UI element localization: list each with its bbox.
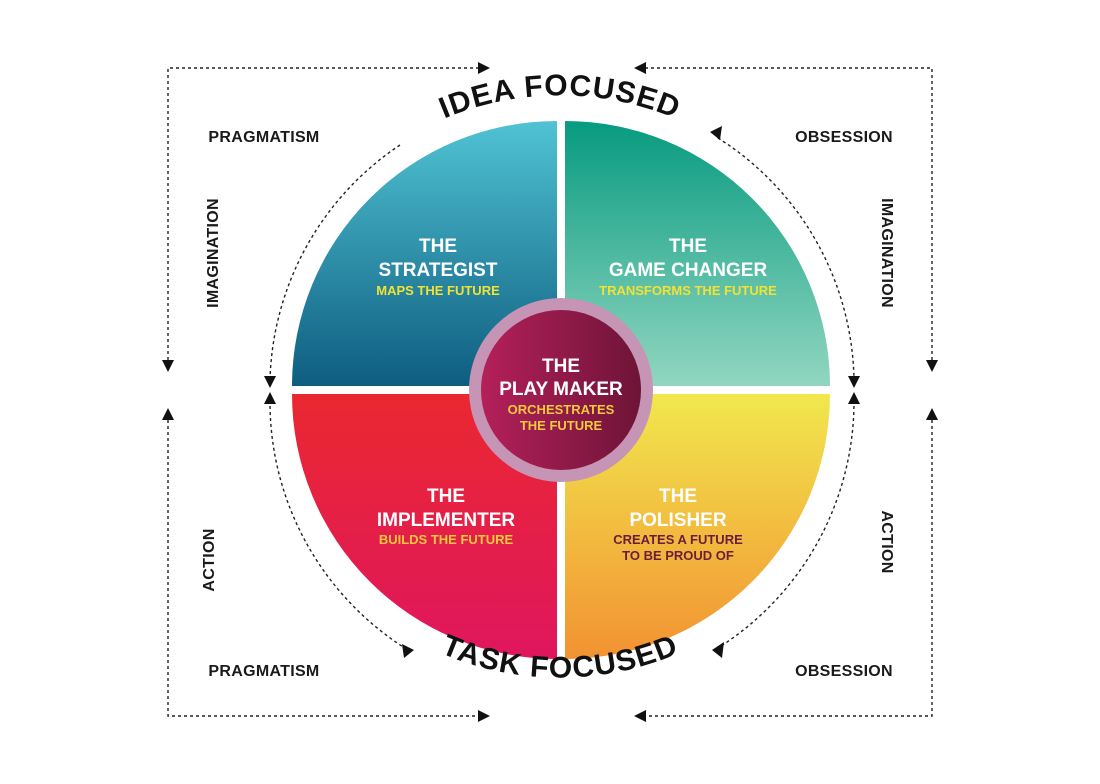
arc-connector-top-right — [717, 137, 855, 381]
center-sub1: ORCHESTRATES — [508, 402, 615, 417]
implementer-line1: THE — [427, 486, 465, 507]
arrow-down-right-upper — [926, 360, 938, 372]
quadrant-implementer — [292, 394, 557, 659]
label-obsession-top: OBSESSION — [795, 129, 893, 146]
implementer-line2: IMPLEMENTER — [377, 510, 516, 531]
center-line1: THE — [542, 356, 580, 377]
game-changer-line1: THE — [669, 236, 707, 257]
connector-top-right — [646, 67, 933, 360]
arc-connector-top-left — [269, 144, 401, 381]
polisher-line1: THE — [659, 486, 697, 507]
arrow-right-top — [478, 62, 490, 74]
quadrant-strategist — [292, 121, 557, 386]
label-action-right: ACTION — [878, 510, 895, 573]
arrow-arc-right-upper — [848, 376, 860, 388]
arrow-arc-top-right-head — [710, 126, 722, 140]
arrow-arc-bottom-left-head — [402, 644, 414, 658]
arrow-arc-right-lower — [848, 392, 860, 404]
arrow-down-left-upper — [162, 360, 174, 372]
strategist-sub: MAPS THE FUTURE — [376, 283, 500, 298]
arrow-arc-left-lower — [264, 392, 276, 404]
center-disc — [481, 310, 641, 470]
arrow-left-bottom — [634, 710, 646, 722]
strategist-line1: THE — [419, 236, 457, 257]
label-pragmatism-top: PRAGMATISM — [208, 129, 319, 146]
arrow-right-bottom — [478, 710, 490, 722]
arrow-arc-bottom-right-head — [712, 642, 724, 658]
arrow-up-left-lower — [162, 408, 174, 420]
center-sub2: THE FUTURE — [520, 418, 603, 433]
polisher-sub2: TO BE PROUD OF — [622, 548, 734, 563]
label-imagination-right: IMAGINATION — [878, 198, 895, 308]
polisher-sub1: CREATES A FUTURE — [613, 532, 743, 547]
game-changer-line2: GAME CHANGER — [609, 260, 768, 281]
connector-bottom-right — [646, 420, 933, 717]
polisher-line2: POLISHER — [629, 510, 726, 531]
connector-top-left — [167, 67, 478, 360]
arrow-left-top — [634, 62, 646, 74]
center-line2: PLAY MAKER — [499, 379, 623, 400]
label-pragmatism-bottom: PRAGMATISM — [208, 663, 319, 680]
label-action-left: ACTION — [201, 528, 218, 591]
idea-focused-title: IDEA FOCUSED — [434, 69, 685, 125]
label-obsession-bottom: OBSESSION — [795, 663, 893, 680]
game-changer-sub: TRANSFORMS THE FUTURE — [599, 283, 777, 298]
label-imagination-left: IMAGINATION — [205, 198, 222, 308]
arrow-arc-top-left — [264, 376, 276, 388]
quadrant-game-changer — [565, 121, 830, 386]
quadrant-polisher — [565, 394, 830, 659]
arrow-up-right-lower — [926, 408, 938, 420]
strategist-line2: STRATEGIST — [379, 260, 498, 281]
implementer-sub: BUILDS THE FUTURE — [379, 532, 514, 547]
connector-bottom-left — [167, 420, 478, 717]
